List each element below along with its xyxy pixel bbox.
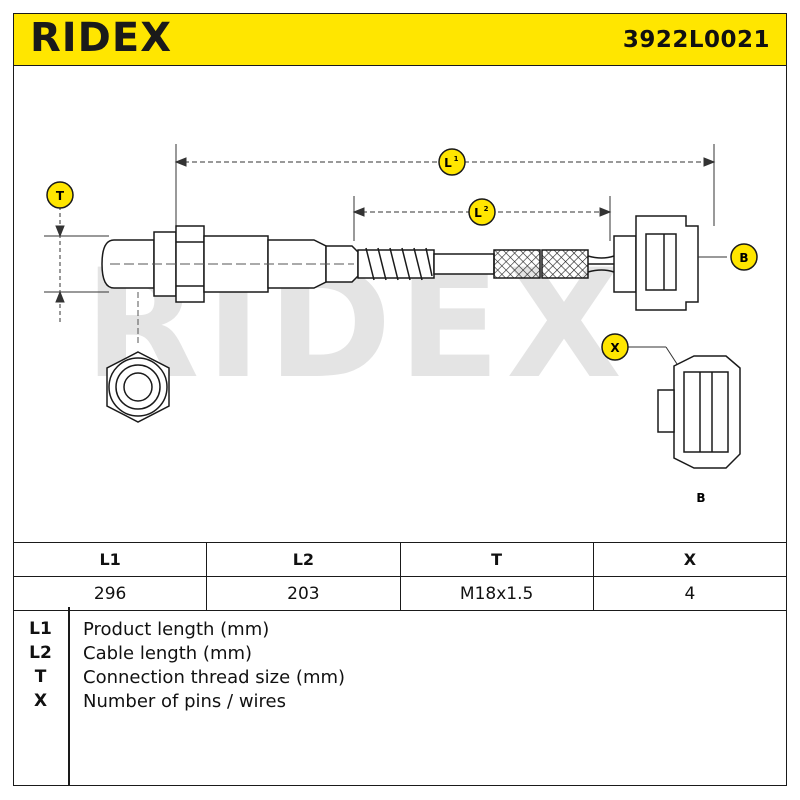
l2-label: L bbox=[474, 206, 482, 220]
brand-logo-text: RIDEX bbox=[30, 15, 172, 59]
value-l1: 296 bbox=[12, 576, 208, 611]
spring-boot bbox=[357, 247, 435, 281]
legend-desc: Connection thread size (mm) bbox=[83, 667, 346, 688]
value-t: M18x1.5 bbox=[399, 576, 594, 611]
connector-caption: B bbox=[696, 491, 705, 505]
t-dimension bbox=[44, 206, 109, 322]
hex-front-view bbox=[106, 292, 170, 423]
legend-item: T Connection thread size (mm) bbox=[13, 667, 787, 691]
l2-marker bbox=[468, 198, 496, 226]
header-x: X bbox=[592, 542, 788, 577]
b-marker bbox=[730, 243, 758, 271]
legend-key: T bbox=[34, 667, 47, 687]
t-marker bbox=[46, 181, 74, 209]
sensor-drawing: RIDEX L 1 L 2 T bbox=[44, 144, 758, 505]
part-number: 3922L0021 bbox=[622, 27, 770, 53]
legend: L1 Product length (mm) L2 Cable length (… bbox=[13, 607, 787, 786]
ridex-logo: RIDEX bbox=[30, 15, 172, 59]
value-l2: 203 bbox=[206, 576, 401, 611]
header-l1: L1 bbox=[12, 542, 208, 577]
x-marker bbox=[601, 333, 629, 361]
legend-item: L2 Cable length (mm) bbox=[13, 643, 787, 667]
t-label: T bbox=[56, 189, 65, 203]
l2-label-sup: 2 bbox=[484, 205, 489, 213]
table-row: 296 203 M18x1.5 4 bbox=[12, 576, 788, 611]
connector-front-view bbox=[657, 355, 741, 469]
header-t: T bbox=[399, 542, 594, 577]
header-bar bbox=[13, 13, 787, 66]
value-x: 4 bbox=[592, 576, 788, 611]
legend-desc: Product length (mm) bbox=[83, 619, 270, 640]
legend-item: X Number of pins / wires bbox=[13, 691, 787, 715]
b-label: B bbox=[739, 251, 748, 265]
header-l2: L2 bbox=[206, 542, 401, 577]
legend-key: L1 bbox=[29, 619, 52, 639]
legend-key: X bbox=[33, 691, 48, 711]
x-label: X bbox=[610, 341, 620, 355]
legend-divider bbox=[68, 607, 70, 786]
l1-marker bbox=[438, 148, 466, 176]
l1-label: L bbox=[444, 156, 452, 170]
connector-side-view bbox=[613, 215, 699, 311]
l1-label-sup: 1 bbox=[454, 155, 459, 163]
legend-item: L1 Product length (mm) bbox=[13, 619, 787, 643]
sensor-cable bbox=[433, 249, 615, 279]
dimensions-table: L1 L2 T X 296 203 M18x1.5 4 bbox=[12, 542, 788, 611]
legend-key: L2 bbox=[29, 643, 52, 663]
legend-desc: Cable length (mm) bbox=[83, 643, 253, 664]
legend-desc: Number of pins / wires bbox=[83, 691, 287, 712]
table-header-row: L1 L2 T X bbox=[12, 542, 788, 577]
